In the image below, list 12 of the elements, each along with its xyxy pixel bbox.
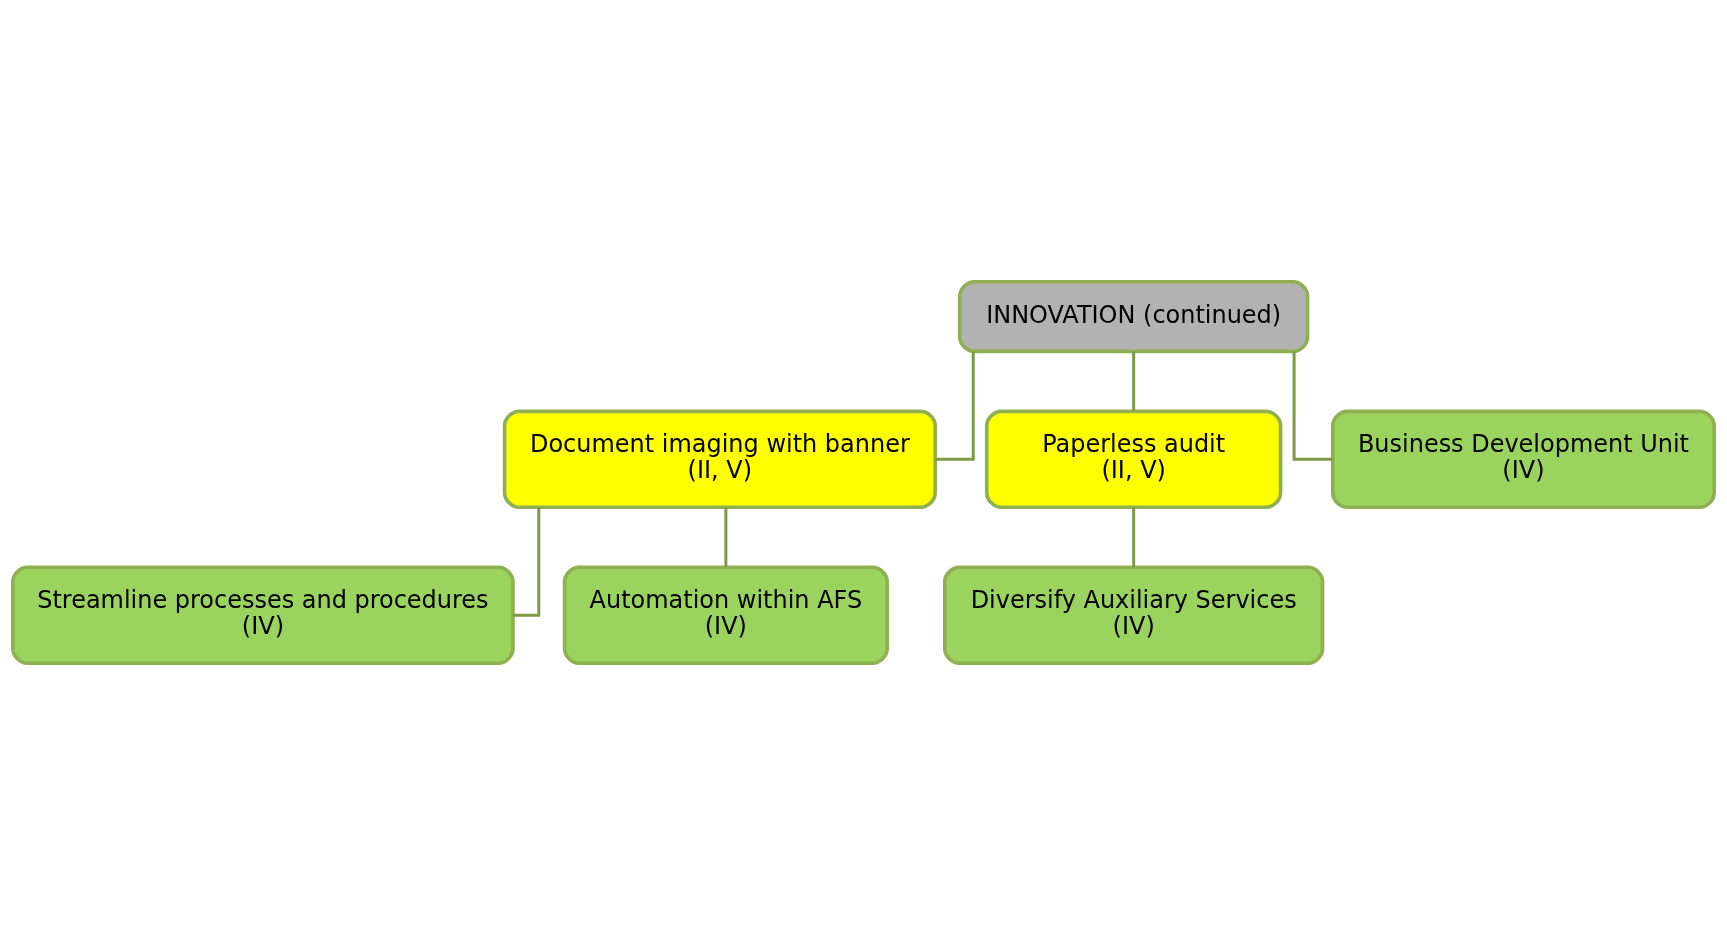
node-box: Business Development Unit (IV) (1330, 409, 1716, 510)
node-box: Paperless audit (II, V) (984, 409, 1283, 510)
node-box: Diversify Auxiliary Services (IV) (942, 565, 1325, 665)
connector (1132, 351, 1136, 412)
connector (1132, 507, 1136, 568)
connector (935, 351, 975, 461)
node-box: INNOVATION (continued) (957, 280, 1310, 354)
connector (1292, 351, 1333, 461)
connector (724, 507, 728, 568)
node-box: Automation within AFS (IV) (562, 565, 889, 665)
node-box: Streamline processes and procedures (IV) (11, 565, 515, 665)
node-box: Document imaging with banner (II, V) (502, 409, 937, 510)
